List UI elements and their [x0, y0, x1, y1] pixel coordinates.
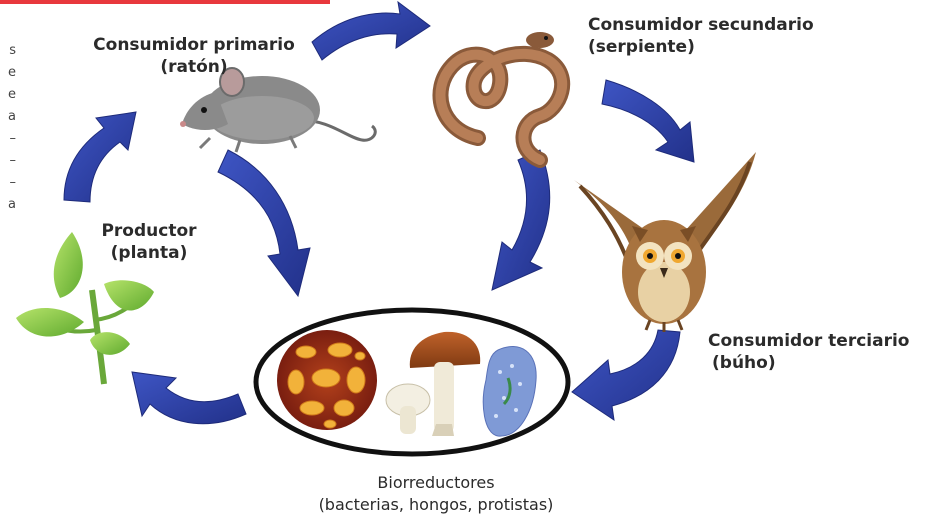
- label-decomposers-subtitle: (bacterias, hongos, protistas): [286, 494, 586, 516]
- label-producer-title: Productor: [92, 220, 206, 242]
- label-secondary-subtitle: (serpiente): [588, 36, 814, 58]
- arrow-owl-to-decomposers: [572, 330, 680, 420]
- arrow-decomposers-to-producer: [132, 372, 246, 424]
- snake-illustration: [440, 32, 562, 160]
- label-primary-consumer: Consumidor primario (ratón): [84, 34, 304, 78]
- label-tertiary-subtitle: (búho): [708, 352, 909, 374]
- arrow-snake-to-owl: [602, 80, 694, 162]
- arrow-producer-to-mouse: [64, 112, 136, 202]
- arrow-mouse-to-snake: [312, 2, 430, 60]
- label-secondary-consumer: Consumidor secundario (serpiente): [588, 14, 814, 58]
- arrow-snake-to-decomposers: [492, 150, 550, 290]
- owl-illustration: [574, 152, 756, 332]
- label-primary-title: Consumidor primario: [84, 34, 304, 56]
- label-primary-subtitle: (ratón): [84, 56, 304, 78]
- label-tertiary-consumer: Consumidor terciario (búho): [708, 330, 909, 374]
- label-tertiary-title: Consumidor terciario: [708, 330, 909, 352]
- label-secondary-title: Consumidor secundario: [588, 14, 814, 36]
- label-producer: Productor (planta): [92, 220, 206, 264]
- arrow-mouse-to-decomposers: [218, 150, 310, 296]
- label-decomposers-title: Biorreductores: [286, 472, 586, 494]
- label-decomposers: Biorreductores (bacterias, hongos, proti…: [286, 472, 586, 516]
- mouse-illustration: [180, 68, 375, 152]
- bacteria-illustration: [277, 330, 377, 430]
- label-producer-subtitle: (planta): [92, 242, 206, 264]
- header-rule: [0, 0, 330, 4]
